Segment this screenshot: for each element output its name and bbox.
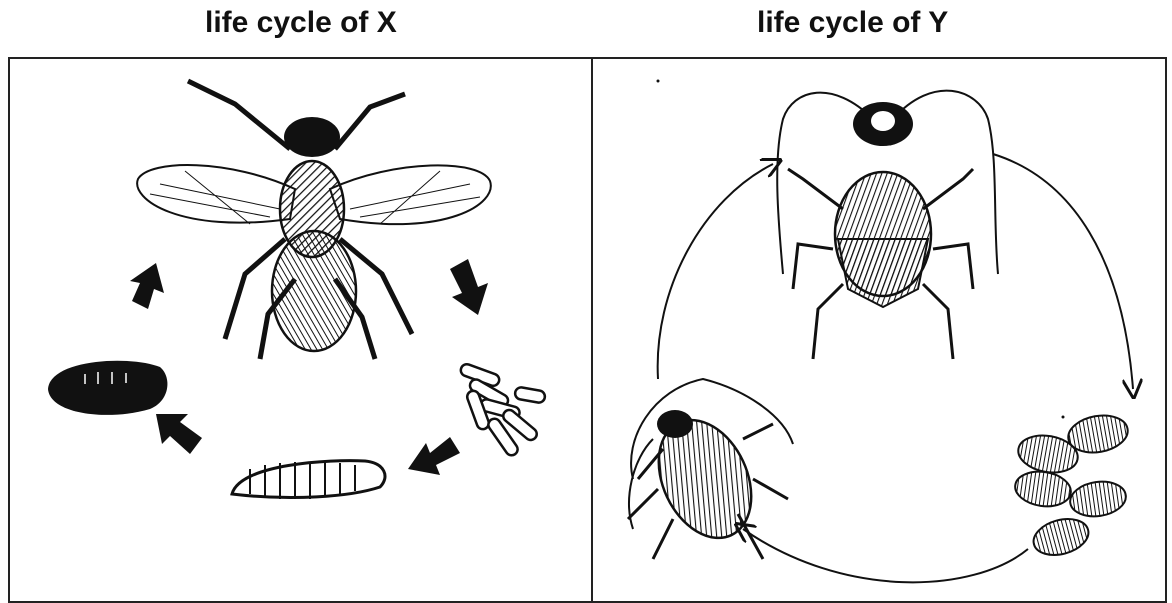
adult-cockroach-illustration bbox=[777, 91, 998, 359]
cockroach-nymph-illustration bbox=[628, 379, 793, 559]
fly-larva-illustration bbox=[232, 461, 385, 499]
fly-pupa-illustration bbox=[48, 361, 167, 415]
adult-fly-illustration bbox=[137, 81, 491, 359]
title-life-cycle-x: life cycle of X bbox=[205, 6, 397, 40]
title-life-cycle-y: life cycle of Y bbox=[757, 6, 948, 40]
fly-eggs-illustration bbox=[459, 363, 546, 458]
panel-life-cycle-y bbox=[591, 57, 1167, 603]
cockroach-eggs-illustration bbox=[1013, 411, 1131, 561]
panel-life-cycle-x bbox=[8, 57, 593, 603]
